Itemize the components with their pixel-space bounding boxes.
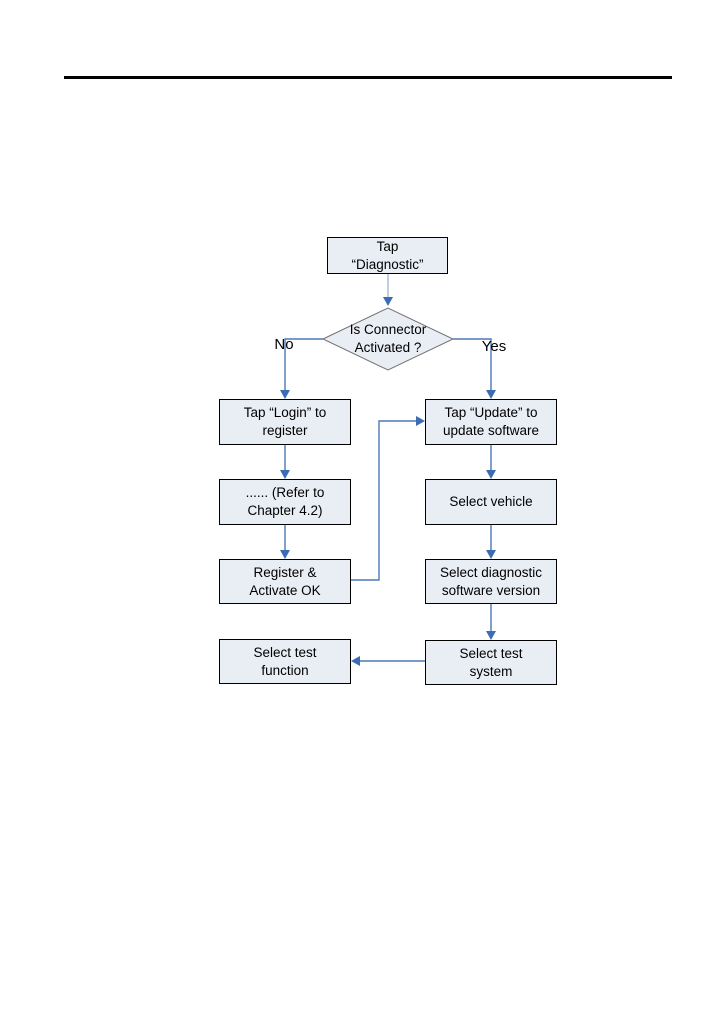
flowchart-node-refer: ...... (Refer to Chapter 4.2) bbox=[219, 479, 351, 525]
arrow-down-icon bbox=[486, 390, 496, 399]
node-label: Select diagnostic software version bbox=[439, 564, 543, 598]
arrow-down-icon bbox=[280, 390, 290, 399]
arrow-left-icon bbox=[351, 656, 360, 666]
node-label: Select test system bbox=[459, 645, 523, 679]
arrow-down-icon bbox=[486, 550, 496, 559]
arrow-down-icon bbox=[486, 470, 496, 479]
arrow-right-icon bbox=[416, 416, 425, 426]
arrow-down-icon bbox=[486, 631, 496, 640]
node-label: ...... (Refer to Chapter 4.2) bbox=[245, 485, 325, 518]
flowchart-node-update: Tap “Update” to update software bbox=[425, 399, 557, 445]
flowchart-node-select-vehicle: Select vehicle bbox=[425, 479, 557, 525]
arrow-down-icon bbox=[280, 550, 290, 559]
node-label: Register & Activate OK bbox=[249, 564, 321, 598]
node-label: Tap “Update” to update software bbox=[442, 405, 540, 438]
flowchart-node-select-system: Select test system bbox=[425, 640, 557, 685]
flowchart-node-decision: Is Connector Activated ? bbox=[323, 308, 453, 370]
arrow-down-icon bbox=[383, 297, 393, 306]
flowchart-node-select-function: Select test function bbox=[219, 639, 351, 684]
branch-label-no: No bbox=[274, 336, 294, 353]
flowchart-node-select-version: Select diagnostic software version bbox=[425, 559, 557, 604]
flowchart-node-register-ok: Register & Activate OK bbox=[219, 559, 351, 604]
header-rule bbox=[64, 76, 672, 79]
flowchart-node-login: Tap “Login” to register bbox=[219, 399, 351, 445]
branch-label-yes: Yes bbox=[481, 338, 507, 355]
node-label: Select test function bbox=[253, 644, 317, 678]
node-label: Tap “Login” to register bbox=[243, 405, 327, 438]
node-label: Is Connector Activated ? bbox=[349, 322, 427, 355]
node-label: Tap “Diagnostic” bbox=[351, 238, 424, 272]
connector-register-update bbox=[351, 420, 417, 581]
flowchart-node-start: Tap “Diagnostic” bbox=[327, 237, 448, 274]
node-label: Select vehicle bbox=[449, 494, 533, 509]
arrow-down-icon bbox=[280, 470, 290, 479]
